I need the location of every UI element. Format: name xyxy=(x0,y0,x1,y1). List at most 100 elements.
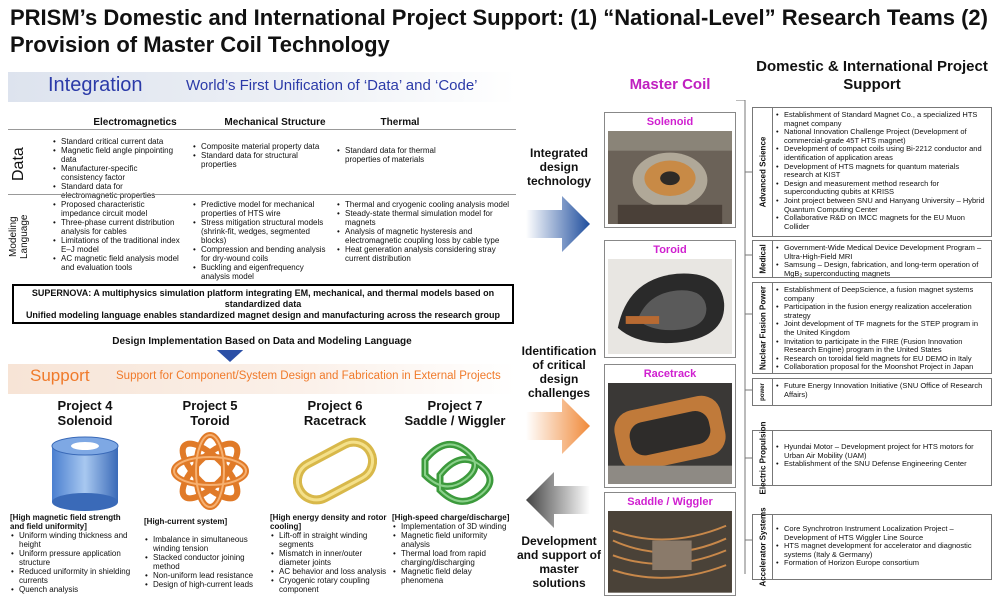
list-item: Cryogenic rotary coupling component xyxy=(270,576,394,594)
list-item: Compression and bending analysis for dry… xyxy=(192,245,330,263)
project-4-title: Project 4 Solenoid xyxy=(57,398,113,428)
integration-label: Integration xyxy=(48,74,143,96)
list-item: Limitations of the traditional index E–J… xyxy=(52,236,180,254)
master-coil-label: Solenoid xyxy=(646,116,694,128)
arrow-right-blue-icon xyxy=(526,196,590,252)
data-cell-em: Standard critical current data Magnetic … xyxy=(52,137,180,200)
support-subtitle: Support for Component/System Design and … xyxy=(116,370,501,382)
list-item: Development of compact coils using Bi-22… xyxy=(775,145,989,162)
list-item: Quench analysis xyxy=(10,585,132,594)
project-7-title: Project 7 Saddle / Wiggler xyxy=(404,398,506,428)
list-item: Hyundai Motor – Development project for … xyxy=(775,442,989,460)
list-item: Collaborative R&D on IMCC magnets for th… xyxy=(775,213,989,231)
list-item: Implementation of 3D winding xyxy=(392,522,516,531)
project-6-title: Project 6 Racetrack xyxy=(303,398,367,428)
list-item: Joint project between SNU and Hanyang Un… xyxy=(775,196,989,214)
project-5-details: [High-current system] Imbalance in simul… xyxy=(144,517,266,589)
category-label: power xyxy=(759,383,766,401)
stage-integrated-design: Integrated design technology xyxy=(526,146,591,188)
list-item: Standard critical current data xyxy=(52,137,180,146)
list-item: AC behavior and loss analysis xyxy=(270,567,394,576)
project-6-details: [High energy density and rotor cooling] … xyxy=(270,513,394,594)
master-coil-solenoid: Solenoid xyxy=(604,112,736,228)
category-nuclear-fusion: Nuclear Fusion Power Establishment of De… xyxy=(752,282,992,374)
list-item: Steady-state thermal simulation model fo… xyxy=(336,209,511,227)
category-accelerator-systems: Accelerator Systems Core Synchrotron Ins… xyxy=(752,507,992,587)
list-item: Manufacturer-specific consistency factor xyxy=(52,164,180,182)
column-mechanical: Mechanical Structure xyxy=(224,117,326,128)
design-implementation-label: Design Implementation Based on Data and … xyxy=(112,336,412,347)
toroid-photo-icon xyxy=(608,259,732,355)
list-item: Future Energy Innovation Initiative (SNU… xyxy=(775,381,989,399)
list-item: Magnetic field delay phenomena xyxy=(392,567,516,585)
category-label: Medical xyxy=(758,244,767,274)
list-item: Standard data for structural properties xyxy=(192,151,322,169)
page-title: PRISM’s Domestic and International Proje… xyxy=(10,5,988,57)
list-item: HTS magnet development for accelerator a… xyxy=(775,541,989,559)
list-item: AC magnetic field analysis model and eva… xyxy=(52,254,180,272)
row-label-data: Data xyxy=(10,147,27,181)
list-item: Stress mitigation structural models (shr… xyxy=(192,218,330,245)
list-item: Joint development of TF magnets for the … xyxy=(775,320,989,337)
list-item: Uniform winding thickness and height xyxy=(10,531,132,549)
project-7-head: [High-speed charge/discharge] xyxy=(392,513,510,522)
stage-master-solutions: Development and support of master soluti… xyxy=(517,534,601,590)
category-label: Accelerator Systems xyxy=(758,507,767,587)
supernova-line2: Unified modeling language enables standa… xyxy=(25,310,501,320)
list-item: Proposed characteristic impedance circui… xyxy=(52,200,180,218)
saddle-wiggler-photo-icon xyxy=(608,511,732,593)
list-item: Stacked conductor joining method xyxy=(144,553,266,571)
list-item: Imbalance in simultaneous winding tensio… xyxy=(144,535,266,553)
list-item: Design and measurement method research f… xyxy=(775,179,989,197)
column-thermal: Thermal xyxy=(380,117,420,128)
list-item: Samsung – Design, fabrication, and long-… xyxy=(775,260,989,278)
list-item: Standard data for electromagnetic proper… xyxy=(52,182,180,200)
model-cell-mech: Predictive model for mechanical properti… xyxy=(192,200,330,281)
list-item: Core Synchrotron Instrument Localization… xyxy=(775,524,989,542)
project-5-head: [High-current system] xyxy=(144,517,228,526)
master-coil-label: Racetrack xyxy=(643,368,697,380)
supernova-box: SUPERNOVA: A multiphysics simulation pla… xyxy=(12,284,514,324)
project-7-details: [High-speed charge/discharge] Implementa… xyxy=(392,513,516,585)
list-item: Composite material property data xyxy=(192,142,322,151)
integration-subtitle: World’s First Unification of ‘Data’ and … xyxy=(186,77,478,94)
list-item: Non-uniform lead resistance xyxy=(144,571,266,580)
list-item: Thermal load from rapid charging/dischar… xyxy=(392,549,516,567)
master-coil-label: Saddle / Wiggler xyxy=(627,496,713,508)
master-coil-header: Master Coil xyxy=(629,76,711,93)
list-item: Invitation to participate in the FIRE (F… xyxy=(775,337,989,355)
category-label: Advanced Science xyxy=(758,136,767,208)
master-coil-label: Toroid xyxy=(653,244,687,256)
list-item: Heat generation analysis considering str… xyxy=(336,245,511,263)
solenoid-photo-icon xyxy=(608,131,732,225)
category-electric-propulsion: Electric Propulsion Hyundai Motor – Deve… xyxy=(752,422,992,494)
list-item: Uniform pressure application structure xyxy=(10,549,132,567)
model-cell-thermal: Thermal and cryogenic cooling analysis m… xyxy=(336,200,511,263)
design-impl-bg xyxy=(8,334,516,350)
support-label: Support xyxy=(30,366,90,385)
list-item: Analysis of magnetic hysteresis and elec… xyxy=(336,227,511,245)
support-header: Domestic & International Project Support xyxy=(756,58,988,93)
column-electromagnetics: Electromagnetics xyxy=(93,117,177,128)
list-item: Lift-off in straight winding segments xyxy=(270,531,394,549)
project-6-head: [High energy density and rotor cooling] xyxy=(270,513,387,531)
racetrack-illustration-icon xyxy=(292,437,378,505)
integration-band: Integration World’s First Unification of… xyxy=(8,72,516,102)
list-item: Thermal and cryogenic cooling analysis m… xyxy=(336,200,511,209)
list-item: Establishment of DeepScience, a fusion m… xyxy=(775,285,989,303)
list-item: Establishment of the SNU Defense Enginee… xyxy=(775,460,989,469)
list-item: Participation in the fusion energy reali… xyxy=(775,302,989,320)
master-coil-saddle-wiggler: Saddle / Wiggler xyxy=(604,492,736,596)
list-item: Buckling and eigenfrequency analysis mod… xyxy=(192,263,330,281)
category-label: Electric Propulsion xyxy=(758,421,767,495)
list-item: Design of high-current leads xyxy=(144,580,266,589)
support-band: Support Support for Component/System Des… xyxy=(8,364,516,394)
list-item: Development of HTS magnets for quantum m… xyxy=(775,162,989,180)
stage-critical-challenges: Identification of critical design challe… xyxy=(521,344,597,400)
list-item: Predictive model for mechanical properti… xyxy=(192,200,330,218)
list-item: Formation of Horizon Europe consortium xyxy=(775,559,989,568)
racetrack-photo-icon xyxy=(608,383,732,485)
project-4-details: [High magnetic field strength and field … xyxy=(10,513,132,594)
toroid-illustration-icon xyxy=(171,432,249,510)
header-divider xyxy=(8,129,516,130)
